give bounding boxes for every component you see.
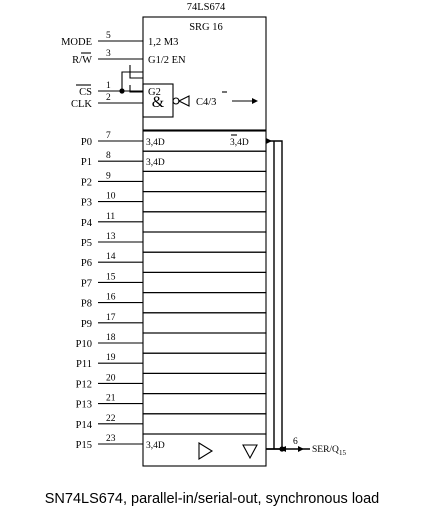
control-signal-name: MODE <box>61 37 92 48</box>
control-input-rw: R/W 3G1/2 EN <box>72 49 186 66</box>
input-pin-number: 17 <box>106 313 116 323</box>
serial-shift-triangle <box>198 442 214 460</box>
cs-indicator <box>129 65 143 79</box>
input-pin-number: 21 <box>106 394 116 404</box>
register-cell-p10: P10 18 <box>76 332 267 354</box>
register-cell-p13: P13 21 <box>76 393 267 415</box>
input-signal-name: P4 <box>81 218 93 229</box>
register-cell-p6: P6 14 <box>81 251 267 273</box>
clock-triangle <box>177 95 190 107</box>
control-input-clk: CLK 2 <box>71 93 143 110</box>
cs-wiring <box>119 65 143 94</box>
clock-output-label: C4/3 <box>196 97 216 108</box>
output-signal: SER/Q15 <box>312 445 346 457</box>
control-pin-number: 5 <box>106 31 111 41</box>
control-signal-name: R/W <box>72 55 92 66</box>
register-cell-p8: P8 16 <box>81 292 267 314</box>
output-buffer-triangle <box>242 444 258 460</box>
input-pin-number: 9 <box>106 171 111 181</box>
input-signal-name: P2 <box>81 177 92 188</box>
input-signal-name: P7 <box>81 278 92 289</box>
control-signal-name: CS <box>79 87 92 98</box>
control-pin-number: 3 <box>106 49 111 59</box>
feedback-arrow <box>266 138 272 144</box>
and-symbol: & <box>152 94 165 111</box>
register-cell-p15: P15 23 3,4D <box>76 433 267 467</box>
function-label: SRG 16 <box>189 22 223 33</box>
register-cell-p7: P7 15 <box>81 271 267 294</box>
control-pin-number: 1 <box>106 81 111 91</box>
cell-function-label: 3,4D <box>146 138 165 148</box>
input-pin-number: 23 <box>106 434 116 444</box>
register-cell-p12: P12 20 <box>76 372 267 395</box>
control-function-label: G2 <box>148 87 161 98</box>
input-pin-number: 11 <box>106 212 115 222</box>
input-signal-name: P5 <box>81 238 92 249</box>
register-cell-p9: P9 17 <box>81 312 267 334</box>
serial-label: 3,4D <box>230 138 249 148</box>
input-pin-number: 20 <box>106 373 116 383</box>
input-signal-name: P11 <box>76 359 92 370</box>
input-pin-number: 22 <box>106 414 116 424</box>
input-signal-name: P3 <box>81 198 92 209</box>
input-signal-name: P0 <box>81 137 92 148</box>
output-arrow-in <box>280 446 286 452</box>
input-signal-name: P9 <box>81 319 92 330</box>
cell-function-label: 3,4D <box>146 158 165 168</box>
control-block <box>142 16 267 131</box>
input-signal-name: P15 <box>76 440 92 451</box>
register-cell-p1: P1 8 3,4D <box>81 150 267 172</box>
input-signal-name: P12 <box>76 379 92 390</box>
register-cell-p11: P11 19 <box>76 352 267 374</box>
output-pin-number: 6 <box>293 437 298 447</box>
input-pin-number: 13 <box>106 232 116 242</box>
cs-active-low-flag <box>129 85 143 93</box>
input-signal-name: P14 <box>76 420 93 431</box>
register-cell-p4: P4 11 <box>81 211 267 233</box>
register-cell-p2: P2 9 <box>81 170 267 193</box>
input-pin-number: 14 <box>106 252 116 262</box>
control-function-label: G1/2 EN <box>148 55 186 66</box>
cell-function-label: 3,4D <box>146 441 165 451</box>
input-pin-number: 16 <box>106 293 116 303</box>
control-pin-number: 2 <box>106 93 111 103</box>
input-pin-number: 8 <box>106 151 111 161</box>
input-signal-name: P6 <box>81 258 92 269</box>
control-function-label: 1,2 M3 <box>148 37 178 48</box>
input-signal-name: P13 <box>76 400 92 411</box>
input-pin-number: 7 <box>106 131 111 141</box>
register-cell-p5: P5 13 <box>81 231 267 253</box>
input-pin-number: 18 <box>106 333 116 343</box>
output-arrow-out <box>298 446 304 452</box>
input-signal-name: P8 <box>81 299 92 310</box>
register-cell-p14: P14 22 <box>76 413 267 435</box>
control-signal-name: CLK <box>71 99 92 110</box>
part-number: 74LS674 <box>187 2 226 13</box>
input-signal-name: P10 <box>76 339 92 350</box>
clock-arrow-head <box>252 98 258 104</box>
input-pin-number: 15 <box>106 272 116 282</box>
input-signal-name: P1 <box>81 157 92 168</box>
register-cell-p3: P3 10 <box>81 191 267 213</box>
input-pin-number: 19 <box>106 353 116 363</box>
caption: SN74LS674, parallel-in/serial-out, synch… <box>45 491 380 507</box>
input-pin-number: 10 <box>106 192 116 202</box>
junction-dot <box>119 88 125 94</box>
control-input-mode: MODE 5 1,2 M3 <box>61 31 178 48</box>
